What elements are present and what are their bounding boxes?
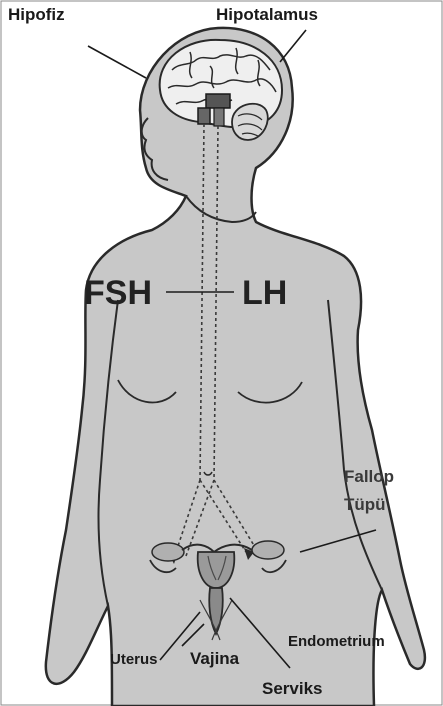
label-serviks: Serviks: [262, 680, 323, 697]
label-vajina: Vajina: [190, 650, 239, 667]
label-hipotalamus: Hipotalamus: [216, 6, 318, 23]
hypothalamus-box: [206, 94, 230, 108]
stalk-box: [214, 108, 224, 126]
label-lh: LH: [242, 276, 287, 310]
label-endometrium: Endometrium: [288, 634, 385, 649]
label-fallop-line1: Fallop: [344, 468, 394, 485]
label-fsh: FSH: [84, 276, 152, 310]
label-fallop-line2: Tüpü: [344, 496, 386, 513]
label-uterus: Uterus: [110, 652, 158, 667]
pituitary-box: [198, 108, 210, 124]
label-hipofiz: Hipofiz: [8, 6, 65, 23]
